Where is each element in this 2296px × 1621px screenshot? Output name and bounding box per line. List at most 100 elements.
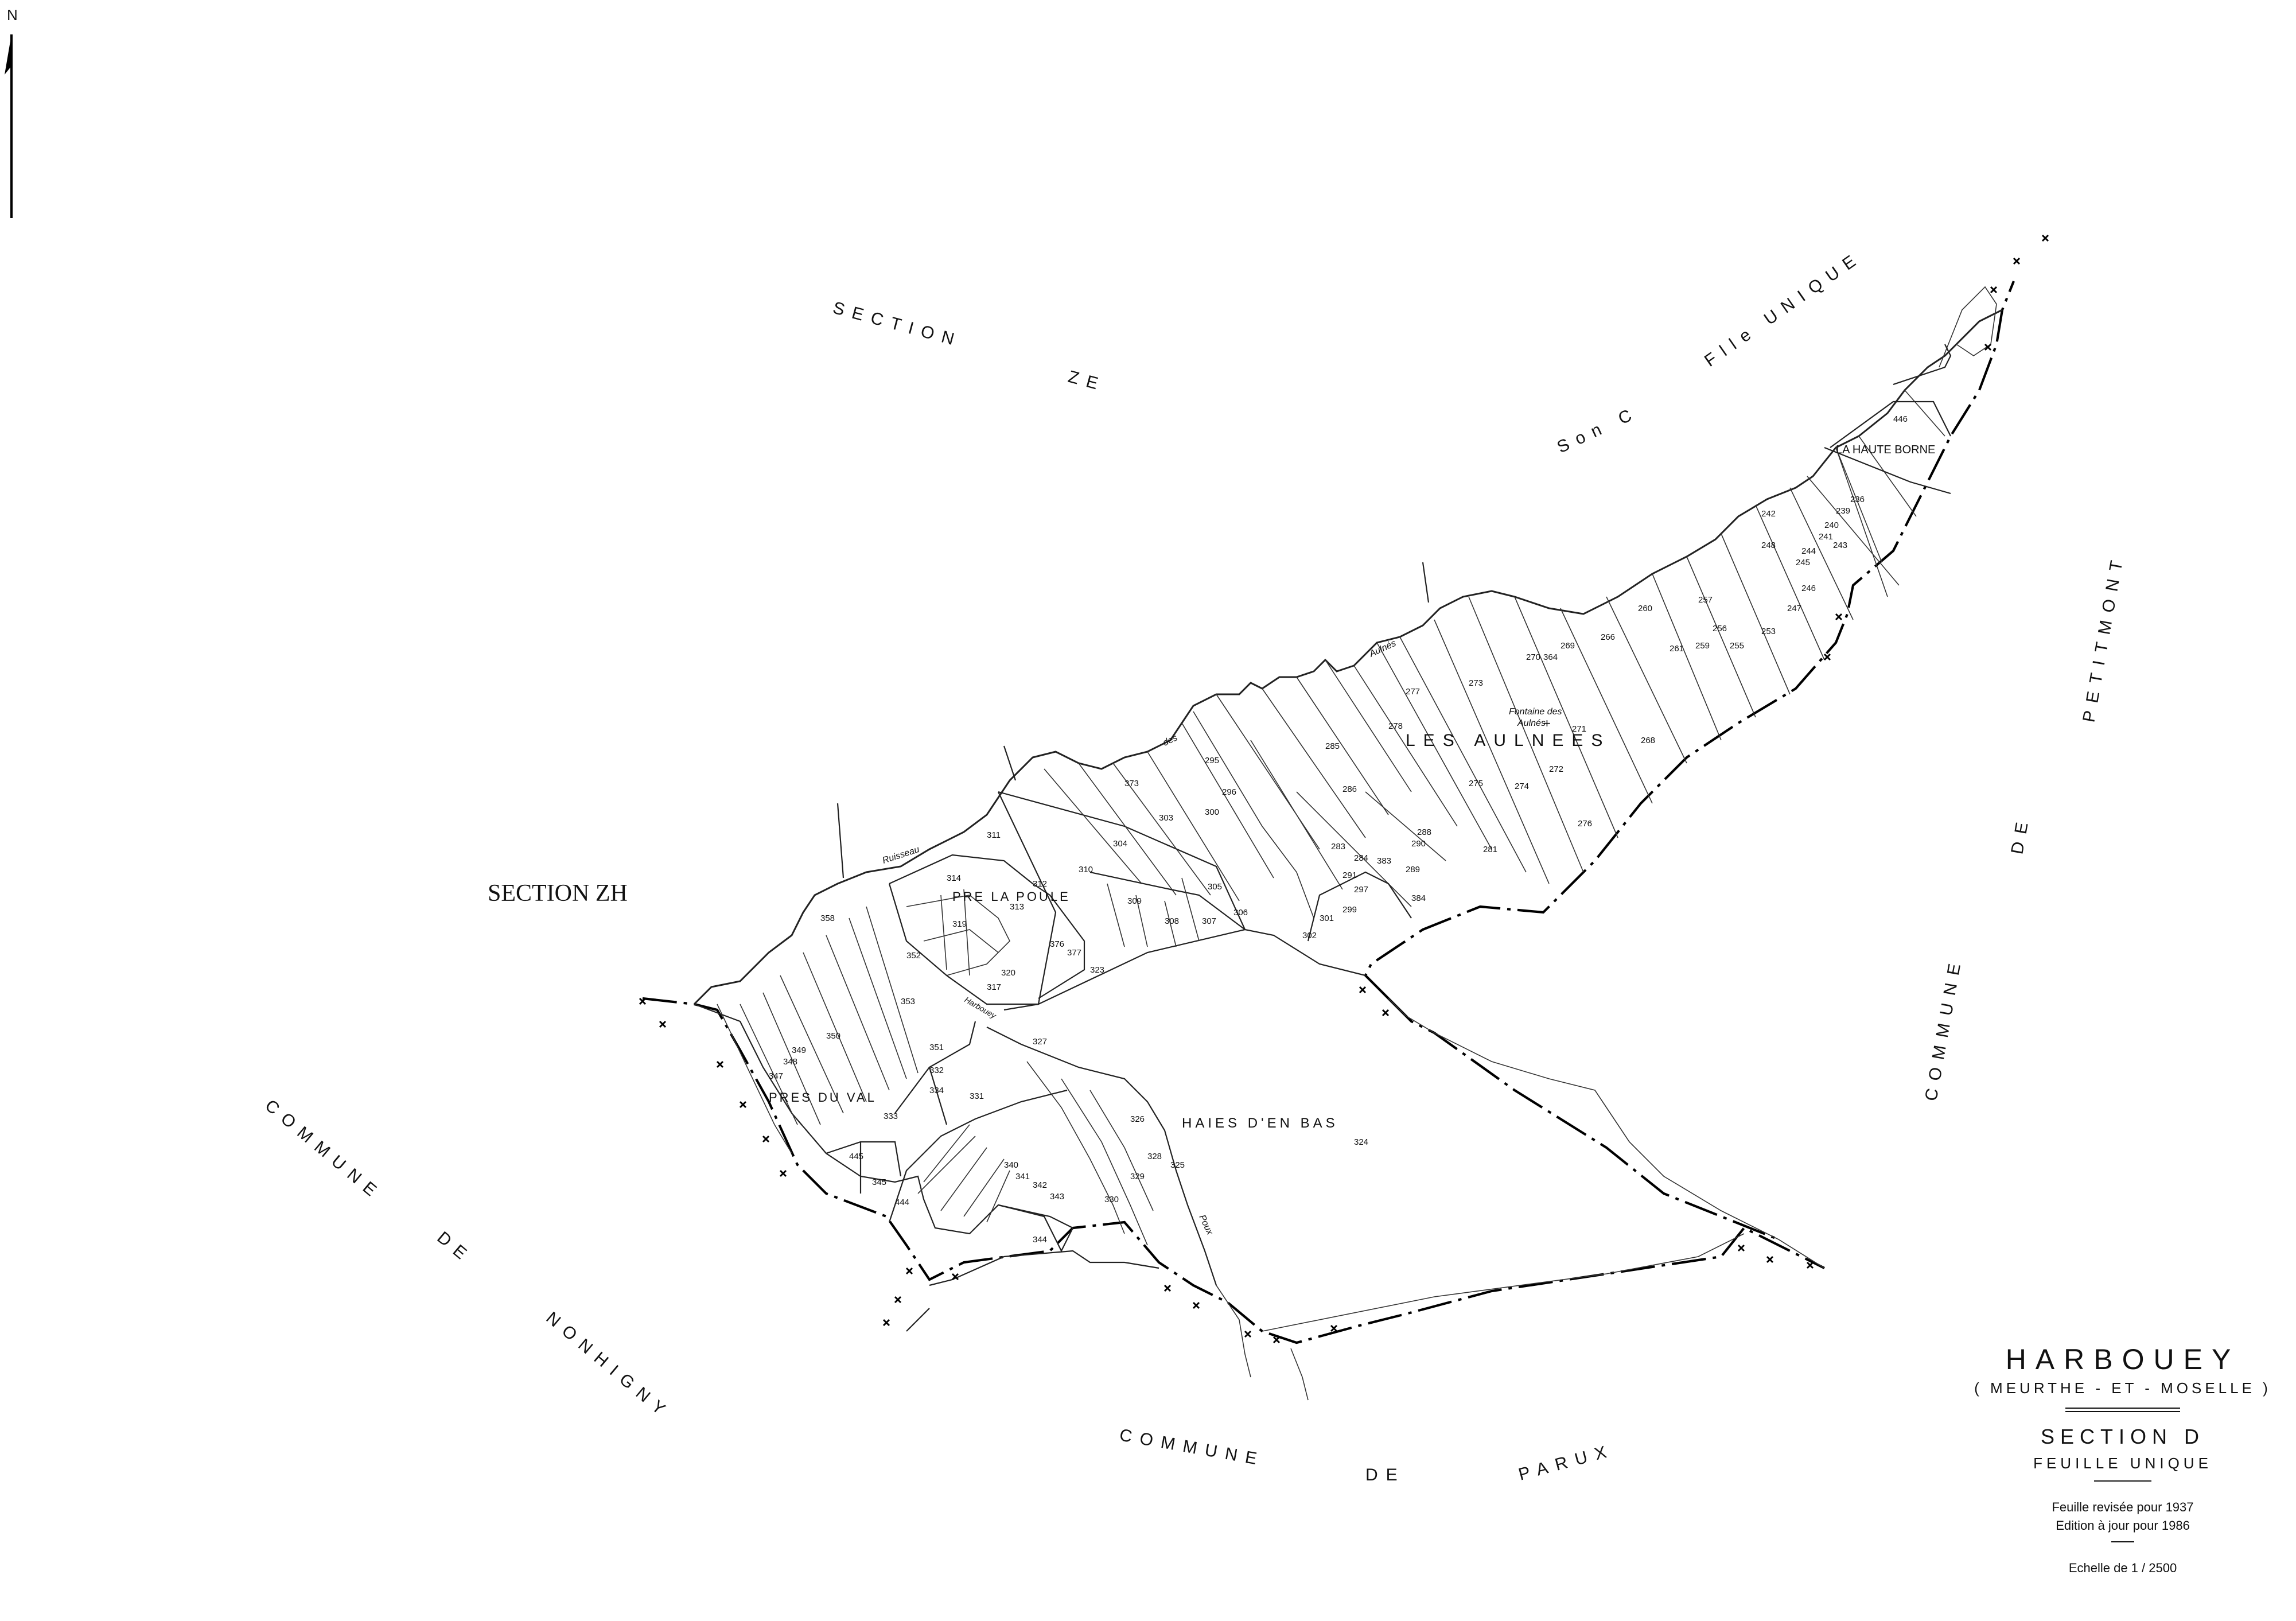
parcel-number-330: 330 (1104, 1195, 1119, 1204)
rule (2094, 1480, 2151, 1482)
commune-petitmont-label-a: COMMUNE (1921, 954, 1966, 1102)
parcel-number-343: 343 (1050, 1192, 1064, 1202)
parcel-number-446: 446 (1893, 414, 1908, 424)
place-fontaine-a: Fontaine des (1509, 707, 1562, 717)
parcel-number-273: 273 (1469, 678, 1483, 688)
section-ze-label-a: SECTION (831, 298, 964, 351)
section-title: SECTION D (2040, 1425, 2205, 1448)
sheet-title: FEUILLE UNIQUE (2033, 1455, 2212, 1472)
parcel-number-306: 306 (1233, 908, 1248, 918)
parcel-number-303: 303 (1159, 813, 1173, 823)
parcel-number-364: 364 (1543, 652, 1558, 662)
parcel-number-353: 353 (901, 997, 915, 1006)
parcel-number-334: 334 (929, 1086, 944, 1095)
creek-aulnes (693, 309, 2003, 1005)
parcel-numbers: 4462362392422402412432442452482462472572… (769, 414, 1908, 1245)
road-ticks (836, 562, 1430, 1332)
parcel-number-259: 259 (1695, 641, 1710, 651)
place-names: LA HAUTE BORNE LES AULNEES PRE LA POULE … (769, 444, 1935, 1237)
parcel-number-325: 325 (1170, 1160, 1185, 1170)
parcel-number-326: 326 (1130, 1114, 1145, 1124)
parcel-number-333: 333 (884, 1111, 898, 1121)
place-la-haute-borne: LA HAUTE BORNE (1836, 444, 1935, 456)
parcel-number-312: 312 (1033, 879, 1047, 889)
parcel-number-314: 314 (947, 873, 961, 883)
parcel-number-296: 296 (1222, 787, 1236, 797)
parcel-number-284: 284 (1354, 853, 1368, 863)
parcel-number-297: 297 (1354, 885, 1368, 895)
parcel-number-276: 276 (1578, 819, 1592, 829)
town-name: HARBOUEY (2005, 1343, 2240, 1375)
parcel-number-348: 348 (783, 1057, 797, 1067)
parcel-number-239: 239 (1836, 506, 1850, 516)
parcel-number-299: 299 (1342, 905, 1357, 915)
double-rule (2065, 1408, 2180, 1412)
parcel-number-445: 445 (849, 1152, 863, 1161)
commune-nonhigny-label-c: NONHIGNY (543, 1308, 675, 1424)
parcel-number-383: 383 (1377, 856, 1391, 866)
parcel-number-347: 347 (769, 1071, 783, 1081)
section-zh-label: SECTION ZH (488, 880, 628, 907)
label-harbouey-road: Harbouey (963, 995, 998, 1021)
parcel-number-376: 376 (1050, 939, 1064, 949)
section-boundary (642, 281, 2015, 1344)
parcel-number-332: 332 (929, 1066, 944, 1075)
parcel-number-317: 317 (987, 982, 1001, 992)
parcel-number-266: 266 (1601, 632, 1615, 642)
section-ze-label-b: ZE (1066, 367, 1108, 395)
scale-note: Echelle de 1 / 2500 (2068, 1561, 2177, 1575)
parcel-number-277: 277 (1406, 687, 1420, 697)
parcel-number-300: 300 (1205, 807, 1219, 817)
parcel-number-291: 291 (1342, 870, 1357, 880)
parcel-number-290: 290 (1411, 839, 1426, 849)
parcel-number-281: 281 (1483, 845, 1497, 854)
parcel-number-269: 269 (1560, 641, 1575, 651)
parcel-number-345: 345 (872, 1177, 886, 1187)
parcel-number-260: 260 (1638, 604, 1652, 613)
commune-nonhigny-label-a: COMMUNE (262, 1096, 387, 1205)
parcel-number-307: 307 (1202, 916, 1216, 926)
place-pre-la-poule: PRE LA POULE (952, 889, 1071, 904)
parcel-number-384: 384 (1411, 893, 1426, 903)
parcel-number-328: 328 (1147, 1152, 1162, 1161)
parcel-number-377: 377 (1067, 948, 1081, 958)
parcel-number-308: 308 (1165, 916, 1179, 926)
parcel-number-309: 309 (1127, 896, 1142, 906)
fontaine-cross-icon: + (1543, 716, 1551, 730)
north-arrow: N (5, 6, 18, 218)
parcel-number-257: 257 (1698, 595, 1713, 605)
label-des: des (1162, 733, 1180, 748)
parcel-number-350: 350 (826, 1031, 840, 1041)
north-label: N (7, 6, 18, 24)
department-name: ( MEURTHE - ET - MOSELLE ) (1974, 1379, 2271, 1397)
parcel-number-311: 311 (987, 830, 1001, 840)
parcel-number-268: 268 (1641, 736, 1655, 745)
parcel-number-342: 342 (1033, 1180, 1047, 1190)
commune-parux-label-b: DE (1365, 1465, 1406, 1484)
section-c-label-a: Son C (1554, 403, 1642, 457)
parcel-number-243: 243 (1833, 541, 1847, 550)
parcel-number-236: 236 (1850, 495, 1865, 504)
parcel-number-352: 352 (906, 951, 921, 961)
label-ruisseau: Ruisseau (881, 845, 921, 866)
parcel-number-341: 341 (1015, 1172, 1030, 1181)
parcel-number-340: 340 (1004, 1160, 1018, 1170)
parcel-number-295: 295 (1205, 756, 1219, 765)
parcel-number-373: 373 (1124, 779, 1139, 788)
parcel-number-253: 253 (1761, 627, 1776, 636)
parcel-lines (694, 286, 1997, 1401)
parcel-number-270: 270 (1526, 652, 1540, 662)
parcel-number-302: 302 (1302, 931, 1317, 940)
parcel-number-240: 240 (1824, 520, 1839, 530)
parcel-number-272: 272 (1549, 764, 1563, 774)
title-cartouche: HARBOUEY ( MEURTHE - ET - MOSELLE ) SECT… (1951, 1343, 2295, 1576)
parcel-number-255: 255 (1730, 641, 1744, 651)
parcel-number-327: 327 (1033, 1037, 1047, 1047)
updated-note: Edition à jour pour 1986 (2056, 1518, 2190, 1533)
parcel-number-278: 278 (1388, 721, 1403, 731)
parcel-number-241: 241 (1819, 532, 1833, 542)
parcel-number-444: 444 (895, 1198, 909, 1207)
parcel-number-242: 242 (1761, 509, 1776, 519)
parcel-number-344: 344 (1033, 1235, 1047, 1245)
